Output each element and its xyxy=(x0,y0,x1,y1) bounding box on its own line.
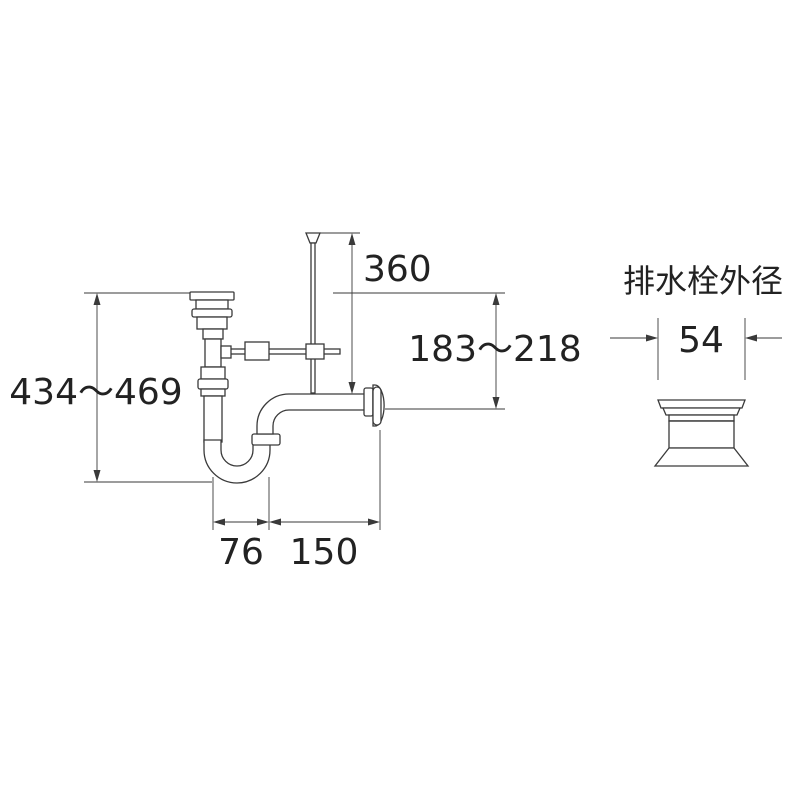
drain-plug-body xyxy=(653,399,750,467)
p-trap-assembly xyxy=(189,232,385,484)
trap-outlet-arm xyxy=(256,393,367,435)
drain-plug-diameter-label: 54 xyxy=(678,320,724,361)
drain-plug-head xyxy=(189,291,235,340)
dimension-lines xyxy=(84,232,505,530)
wall-flange xyxy=(363,384,385,427)
outlet-length-label: 150 xyxy=(290,532,359,573)
drain-plug-detail: 排水栓外径 54 xyxy=(610,262,783,467)
rod-height-label: 360 xyxy=(363,249,432,290)
trap-offset-label: 76 xyxy=(218,532,264,573)
overall-height-label: 434～469 xyxy=(9,372,182,413)
outlet-height-label: 183～218 xyxy=(408,329,581,370)
lift-rod xyxy=(227,341,341,361)
popup-rod xyxy=(305,232,321,394)
tailpiece xyxy=(197,338,232,443)
trap-u-bend xyxy=(203,433,281,484)
dimension-labels: 434～469 360 183～218 76 150 xyxy=(9,249,581,573)
drain-plug-outer-diameter-label: 排水栓外径 xyxy=(623,262,783,300)
